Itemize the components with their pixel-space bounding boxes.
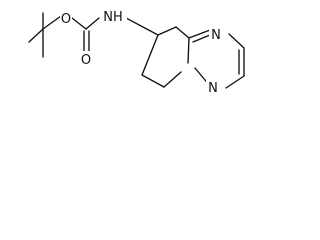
chemical-structure: O O NH N N <box>28 8 245 96</box>
atom-label-ether-oxygen: O <box>61 12 71 27</box>
fused-ring-system <box>125 17 245 89</box>
bond-carbonyl-carbon-to-nh <box>85 17 100 30</box>
atom-labels: O O NH N N <box>60 8 223 96</box>
bond-c8a-n1-double-outer <box>188 29 211 39</box>
tert-butyl-group <box>28 12 62 58</box>
bond-c5-c6 <box>141 74 165 88</box>
bond-tbutyl-to-oxygen <box>42 15 62 30</box>
chemical-structure-canvas: O O NH N N <box>0 0 320 104</box>
atom-label-nh: NH <box>103 10 123 25</box>
bond-c8-c8a <box>175 26 190 39</box>
atom-label-bridgehead-nitrogen: N <box>208 81 218 96</box>
bond-c7-c8 <box>157 26 177 36</box>
bond-ether-oxygen-to-carbonyl-carbon <box>71 17 87 30</box>
bond-c8a-n4 <box>187 37 190 64</box>
bond-c8a-n1-double-inner <box>192 34 211 43</box>
carbamate-group <box>71 17 100 52</box>
atom-label-imine-nitrogen: N <box>211 28 221 43</box>
bond-methyl-left <box>28 28 44 43</box>
bond-c6-c7 <box>141 34 159 76</box>
atom-label-carbonyl-oxygen: O <box>81 53 91 68</box>
bond-nh-to-ring-carbon <box>125 17 159 36</box>
bond-n1-c2 <box>228 33 245 49</box>
bond-n4-c5 <box>163 71 182 88</box>
bond-c3-n4 <box>225 75 245 89</box>
